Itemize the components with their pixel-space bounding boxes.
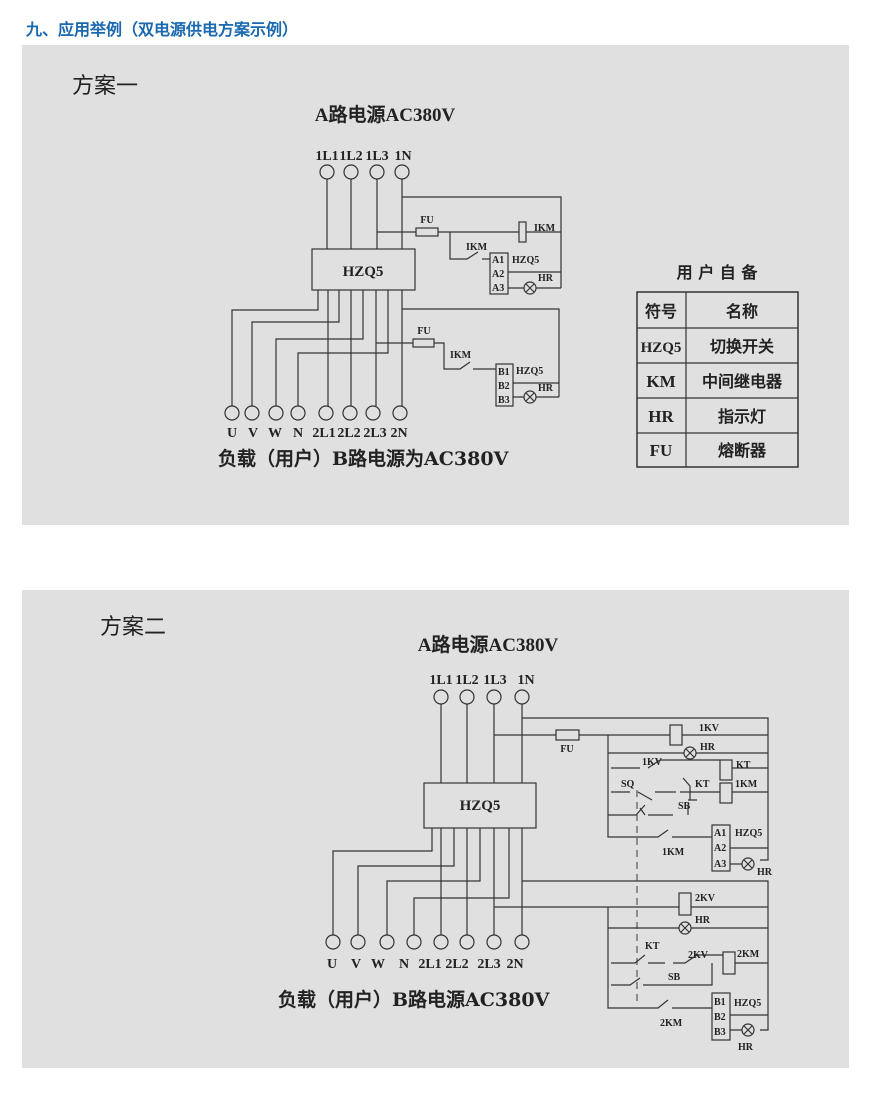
scheme1-switch-label: HZQ5 — [343, 264, 384, 280]
output-label: 2L2 — [445, 957, 468, 972]
legend-name: 指示灯 — [718, 407, 766, 426]
b1-label: B1 — [714, 997, 726, 1008]
legend-header-symbol: 符号 — [645, 302, 677, 321]
output-label: 2L1 — [312, 426, 335, 441]
output-label: N — [399, 957, 409, 972]
output-label: 2L1 — [418, 957, 441, 972]
b1-label: B1 — [498, 367, 510, 378]
hr2-label: HR — [538, 383, 554, 394]
output-label: 2L3 — [363, 426, 386, 441]
kv2-label: 2KV — [695, 893, 716, 904]
scheme2-heading: 方案二 — [100, 615, 166, 640]
hr-b-label: HR — [738, 1042, 754, 1053]
output-label: W — [371, 957, 385, 972]
output-label: U — [327, 957, 337, 972]
page-title: 九、应用举例（双电源供电方案示例） — [26, 20, 299, 39]
sq-label: SQ — [621, 779, 635, 790]
a3-label: A3 — [714, 859, 726, 870]
hzq5-b-label: HZQ5 — [734, 998, 761, 1009]
input-label: 1L3 — [483, 673, 506, 688]
kv2-contact-label: 2KV — [688, 950, 709, 961]
hzq5-a-label: HZQ5 — [512, 255, 539, 266]
input-label: 1N — [394, 149, 411, 164]
legend-header-name: 名称 — [726, 302, 758, 321]
output-label: W — [268, 426, 282, 441]
kv1-contact-label: 1KV — [642, 757, 663, 768]
km-contact-label: IKM — [466, 242, 488, 253]
legend-symbol: HZQ5 — [641, 340, 682, 356]
a3-label: A3 — [492, 283, 504, 294]
kt2-label: KT — [645, 941, 660, 952]
fu-label: FU — [420, 215, 433, 226]
input-label: 1L1 — [315, 149, 338, 164]
output-label: 2L2 — [337, 426, 360, 441]
output-label: V — [248, 426, 258, 441]
hr-label: HR — [700, 742, 716, 753]
input-label: 1L1 — [429, 673, 452, 688]
input-label: 1L2 — [455, 673, 478, 688]
km2-contact-label: 2KM — [660, 1018, 683, 1029]
fu2-label: FU — [417, 326, 430, 337]
legend-symbol: KM — [646, 372, 675, 391]
km2-label: IKM — [450, 350, 472, 361]
km2-coil-label: 2KM — [737, 949, 760, 960]
hzq5-b-label: HZQ5 — [516, 366, 543, 377]
fu-label: FU — [560, 744, 573, 755]
hzq5-a-label: HZQ5 — [735, 828, 762, 839]
scheme1-wiring — [224, 164, 562, 421]
output-label: 2N — [390, 426, 407, 441]
scheme1-output-labels: U V W N 2L1 2L2 2L3 2N — [227, 426, 408, 441]
scheme1-input-labels: 1L1 1L2 1L3 1N — [315, 149, 411, 164]
scheme2-input-labels: 1L1 1L2 1L3 1N — [429, 673, 534, 688]
b2-label: B2 — [498, 381, 510, 392]
scheme2-caption: 负载（用户）B路电源AC380V — [278, 988, 551, 1011]
b3-label: B3 — [714, 1027, 726, 1038]
kv1-label: 1KV — [699, 723, 720, 734]
output-label: 2L3 — [477, 957, 500, 972]
scheme2-source-a: A路电源AC380V — [418, 633, 559, 656]
a2-label: A2 — [714, 843, 726, 854]
a1-label: A1 — [492, 255, 504, 266]
b2-label: B2 — [714, 1012, 726, 1023]
legend-name: 切换开关 — [710, 337, 774, 356]
output-label: V — [351, 957, 361, 972]
hr-label: HR — [538, 273, 554, 284]
sb-label: SB — [678, 801, 691, 812]
scheme2-switch-label: HZQ5 — [460, 798, 501, 814]
input-label: 1L2 — [339, 149, 362, 164]
legend-name: 中间继电器 — [702, 372, 783, 391]
a1-label: A1 — [714, 828, 726, 839]
input-label: 1N — [517, 673, 534, 688]
input-label: 1L3 — [365, 149, 388, 164]
legend-title: 用 户 自 备 — [677, 263, 759, 282]
kt-label: KT — [736, 760, 751, 771]
scheme2-output-labels: U V W N 2L1 2L2 2L3 2N — [327, 957, 524, 972]
kt-contact-label: KT — [695, 779, 710, 790]
legend-name: 熔断器 — [718, 441, 767, 460]
hr2-label: HR — [695, 915, 711, 926]
scheme1-heading: 方案一 — [72, 74, 138, 99]
km1-contact-label: 1KM — [662, 847, 685, 858]
km-label: IKM — [534, 223, 556, 234]
hr-a-label: HR — [757, 867, 773, 878]
scheme1-caption: 负载（用户）B路电源为AC380V — [218, 447, 510, 470]
output-label: N — [293, 426, 303, 441]
scheme1-panel: 方案一 A路电源AC380V 1L1 1L2 1L3 1N — [22, 45, 849, 525]
scheme2-wiring — [325, 689, 769, 1041]
a2-label: A2 — [492, 269, 504, 280]
km1-coil-label: 1KM — [735, 779, 758, 790]
legend-table: 用 户 自 备 符号 名称 HZQ5 切换开关 KM 中间继电器 HR 指示灯 … — [636, 263, 799, 468]
sb2-label: SB — [668, 972, 681, 983]
b3-label: B3 — [498, 395, 510, 406]
scheme1-source-a: A路电源AC380V — [315, 103, 456, 126]
legend-symbol: HR — [648, 407, 674, 426]
output-label: 2N — [506, 957, 523, 972]
output-label: U — [227, 426, 237, 441]
legend-symbol: FU — [650, 441, 673, 460]
scheme2-panel: 方案二 A路电源AC380V 1L1 1L2 1L3 1N — [22, 590, 849, 1068]
